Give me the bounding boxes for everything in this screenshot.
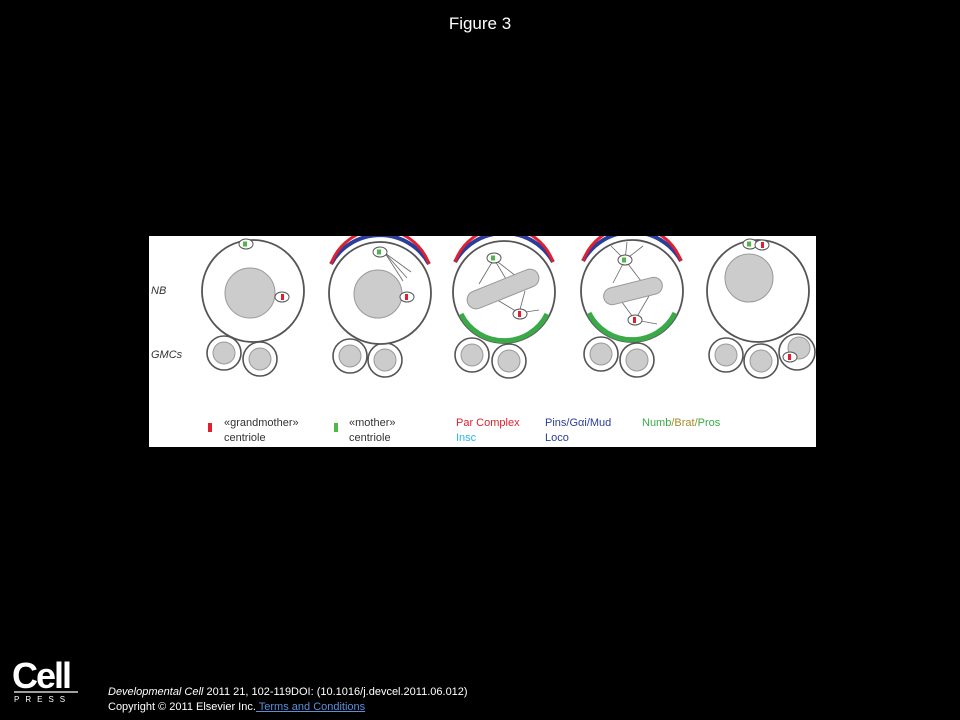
gmc-nucleus	[714, 343, 738, 367]
slide-title: Figure 3	[448, 14, 512, 33]
mother-centriole	[622, 257, 626, 263]
legend-brat: /Brat/	[671, 417, 698, 429]
numb-pros-crescent	[586, 311, 678, 343]
legend-grandmother-line1: «grandmother»	[224, 417, 299, 429]
citation-copyright-line: Copyright © 2011 Elsevier Inc. Terms and…	[108, 700, 468, 715]
pins-crescent	[453, 236, 555, 263]
gmc-nucleus	[373, 348, 397, 372]
row-label-gmcs: GMCs	[151, 349, 183, 361]
gmc-nucleus	[212, 341, 236, 365]
legend-pros: Pros	[698, 417, 721, 429]
legend-mother-line2: centriole	[349, 432, 391, 444]
astral-microtubule	[384, 252, 408, 279]
neuroblast-diagram: NB GMCs	[151, 236, 816, 444]
mother-centriole	[243, 241, 247, 247]
stage-2-cell	[328, 236, 432, 378]
par-complex-crescent	[453, 236, 555, 263]
gmc-nucleus	[749, 349, 773, 373]
legend-loco: Loco	[545, 432, 569, 444]
astral-microtubule	[384, 252, 404, 282]
legend-mother-swatch	[334, 423, 338, 432]
mother-centriole	[747, 241, 751, 247]
legend-numb: Numb	[642, 417, 671, 429]
gmc-nucleus	[248, 347, 272, 371]
legend-numb-brat-pros: Numb/Brat/Pros	[642, 417, 721, 429]
stage-1-cell	[201, 238, 305, 377]
gmc-nucleus	[338, 344, 362, 368]
neuroblast-nucleus	[724, 253, 774, 303]
grandmother-centriole	[633, 317, 636, 323]
legend-pins-prefix: Pins/G	[545, 417, 578, 429]
grandmother-centriole	[518, 311, 521, 317]
legend-grandmother-swatch	[208, 423, 212, 432]
figure-panel: NB GMCs	[149, 236, 816, 447]
grandmother-centriole	[281, 294, 284, 300]
citation-ref: 2011 21, 102-119DOI: (10.1016/j.devcel.2…	[203, 686, 468, 698]
pins-crescent	[581, 236, 683, 262]
par-complex-crescent	[329, 236, 431, 265]
citation-reference-line: Developmental Cell 2011 21, 102-119DOI: …	[108, 685, 468, 700]
legend-grandmother-line2: centriole	[224, 432, 266, 444]
gmc-nucleus	[625, 348, 649, 372]
terms-and-conditions-link[interactable]: Terms and Conditions	[255, 701, 366, 713]
cell-press-logo: Cell PRESS	[12, 656, 78, 704]
neuroblast-nucleus	[353, 269, 403, 319]
legend-pins-alpha: α	[578, 417, 585, 429]
legend-pins: Pins/Gαi/Mud	[545, 417, 611, 429]
mother-centriole	[491, 255, 495, 261]
legend-pins-suffix: i/Mud	[584, 417, 611, 429]
stage-4-cell	[580, 236, 684, 378]
stage-5-cell	[706, 238, 816, 379]
pins-crescent	[329, 236, 431, 265]
logo-subword: PRESS	[14, 695, 71, 704]
gmc-nucleus	[497, 349, 521, 373]
par-complex-crescent	[581, 236, 683, 262]
stage-3-cell	[452, 236, 556, 379]
mother-centriole	[377, 249, 381, 255]
legend-mother-line1: «mother»	[349, 417, 395, 429]
metaphase-chromosomes	[466, 268, 540, 310]
citation: Developmental Cell 2011 21, 102-119DOI: …	[108, 685, 468, 715]
row-label-nb: NB	[151, 285, 166, 297]
gmc-nucleus	[589, 342, 613, 366]
neuroblast-nucleus	[224, 267, 276, 319]
legend-par-complex: Par Complex	[456, 417, 520, 429]
legend: «grandmother» centriole «mother» centrio…	[208, 417, 721, 444]
grandmother-centriole	[761, 242, 764, 248]
grandmother-centriole	[788, 354, 791, 360]
citation-copyright: Copyright © 2011 Elsevier Inc.	[108, 701, 256, 713]
citation-journal: Developmental Cell	[108, 686, 204, 698]
metaphase-chromosomes	[603, 276, 663, 306]
legend-insc: Insc	[456, 432, 477, 444]
numb-pros-crescent	[458, 312, 550, 344]
astral-microtubule	[384, 252, 412, 273]
gmc-nucleus	[460, 343, 484, 367]
grandmother-centriole	[405, 294, 408, 300]
logo-word: Cell	[12, 656, 70, 696]
